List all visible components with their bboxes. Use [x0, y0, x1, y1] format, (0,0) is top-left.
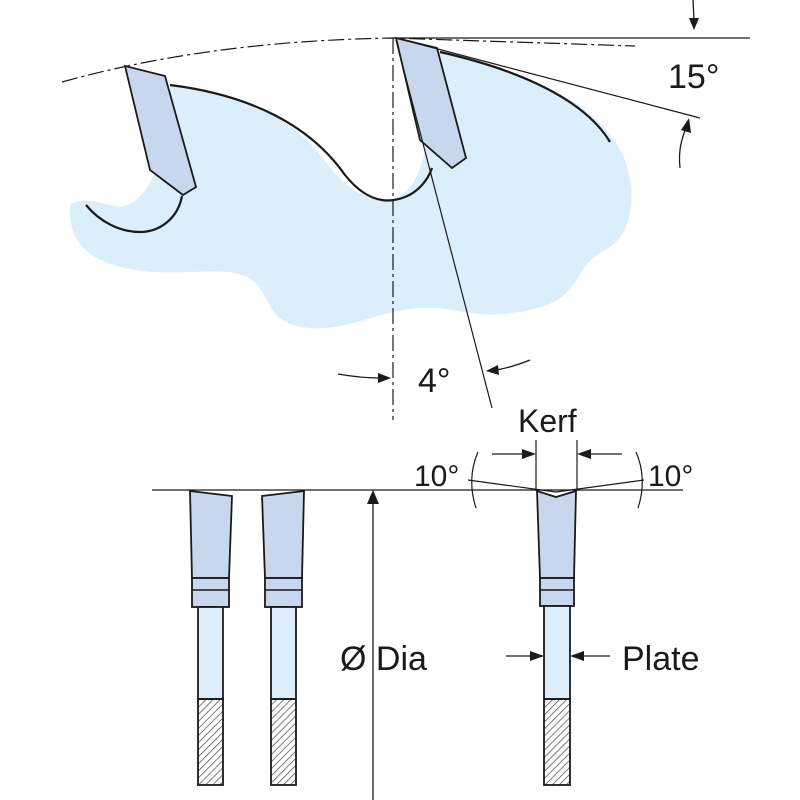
gullet-curve: [169, 83, 434, 202]
clearance-line: [395, 39, 493, 409]
diameter-label: Ø Dia: [340, 640, 427, 678]
clearance-angle-label: 4°: [418, 362, 451, 400]
rim-centerline: [61, 37, 636, 83]
section-left: [189, 489, 233, 786]
clearance-arrow-right: [495, 359, 531, 371]
blade-body: [69, 50, 632, 329]
hook-angle-arrow-top: [692, 0, 695, 21]
bevel-right-label: 10°: [648, 460, 693, 493]
kerf-label: Kerf: [518, 403, 577, 439]
left-tooth-tip: [123, 64, 198, 197]
right-tooth-tip: [394, 36, 468, 170]
section-right: [536, 489, 577, 786]
hook-angle-label: 15°: [668, 58, 719, 96]
cross-sections: Ø Dia: [152, 403, 700, 800]
left-gullet-arc: [85, 195, 184, 234]
right-tooth-back: [439, 50, 611, 143]
bevel-left-label: 10°: [414, 460, 459, 493]
blade-profile: 15° 4°: [61, 0, 750, 420]
plate-label: Plate: [622, 640, 700, 678]
hook-angle-line: [395, 37, 701, 119]
hook-angle-arrow-bottom: [678, 127, 687, 169]
section-middle: [261, 489, 305, 786]
clearance-arrow-left: [337, 373, 381, 379]
